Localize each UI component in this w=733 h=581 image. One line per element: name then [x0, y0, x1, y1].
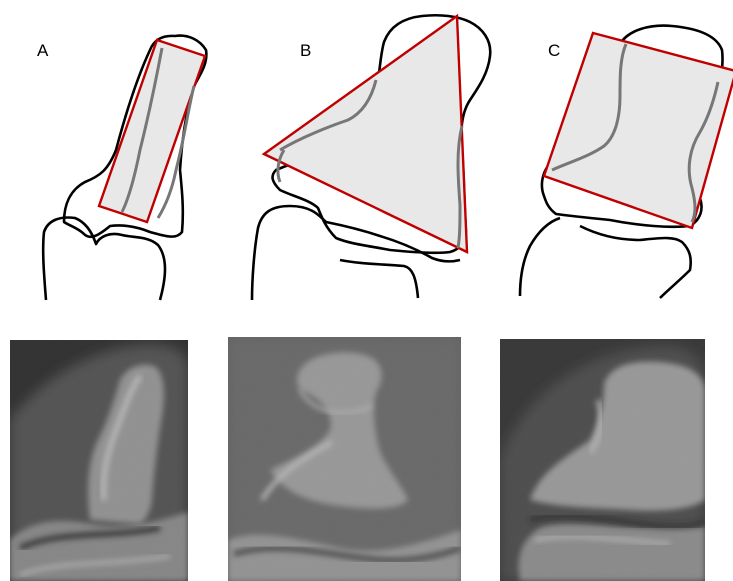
panel-b-letter: B: [300, 41, 311, 60]
panel-a-radiograph: [10, 340, 188, 581]
panel-c-diagram: C: [520, 26, 733, 298]
panel-a-rectangle-overlay: [99, 40, 205, 222]
panel-c-base-bone-outline: [520, 218, 691, 298]
panel-b-radiograph: [228, 337, 461, 581]
panel-a-diagram: A: [37, 36, 206, 300]
panel-a-letter: A: [37, 41, 49, 60]
panel-c-radiograph: [500, 339, 705, 581]
panel-b-diagram: B: [252, 15, 490, 300]
panel-c-square-overlay: [544, 33, 733, 228]
panel-c-letter: C: [548, 41, 560, 60]
panel-b-triangle-overlay: [264, 16, 467, 252]
